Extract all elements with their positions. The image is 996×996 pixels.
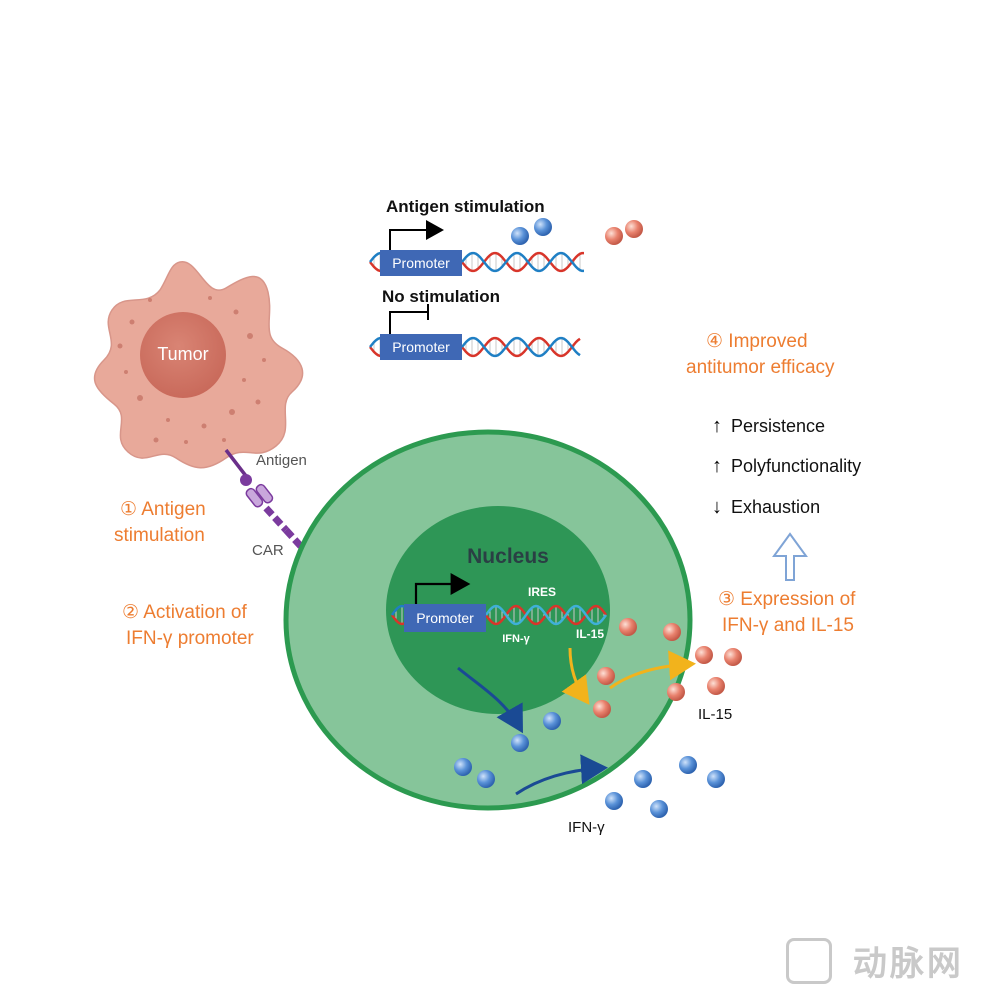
svg-text:Promoter: Promoter [392, 339, 450, 355]
arrow-up-icon: ↑ [712, 455, 722, 477]
up-outline-arrow-icon [772, 532, 808, 581]
antigen-label: Antigen [256, 452, 307, 469]
il15-release-arrow [609, 650, 696, 690]
ifn-gamma-ball [605, 792, 623, 810]
svg-text:Promoter: Promoter [416, 610, 474, 626]
ifn-gamma-ball [707, 770, 725, 788]
il15-secretion-arrow [561, 647, 590, 705]
arrow-down-icon: ↓ [712, 496, 722, 518]
ifn-gamma-ball [534, 218, 552, 236]
arrow-up-icon: ↑ [712, 415, 722, 437]
il15-ball [667, 683, 685, 701]
ifn-gamma-ball [454, 758, 472, 776]
legend-promoter-unstimulated: Promoter [380, 304, 462, 360]
il15-ball [724, 648, 742, 666]
dna-helix-nucleus [390, 604, 608, 626]
ifn-secretion-arrow [457, 666, 523, 734]
ifn-gamma-ball [511, 734, 529, 752]
ifn-gamma-ball [634, 770, 652, 788]
legend-no-stimulation-label: No stimulation [382, 287, 501, 306]
il15-gene-label: IL-15 [576, 627, 604, 641]
nucleus-label: Nucleus [467, 545, 549, 568]
il15-particles-label: IL-15 [698, 706, 733, 723]
antigen-car-complex [224, 448, 352, 572]
ifn-gamma-ball [679, 756, 697, 774]
ifn-release-arrow [515, 754, 608, 796]
il15-ball [593, 700, 611, 718]
svg-text:Promoter: Promoter [392, 255, 450, 271]
vb-logo-icon [786, 937, 832, 984]
ifn-gamma-ball [650, 800, 668, 818]
effect-polyfunctionality: ↑ Polyfunctionality [712, 455, 862, 477]
il15-ball [695, 646, 713, 664]
car-receptor-icon [245, 483, 309, 555]
tumor-label: Tumor [157, 344, 208, 364]
il15-ball [605, 227, 623, 245]
il15-ball [707, 677, 725, 695]
effect-exhaustion: ↓ Exhaustion [712, 496, 821, 518]
t-cell [283, 429, 693, 811]
cytokine-particles [454, 218, 742, 818]
il15-ball [597, 667, 615, 685]
nucleus-promoter: Promoter [404, 573, 486, 632]
ifn-gamma-ball [511, 227, 529, 245]
ifn-particles-label: IFN-γ [568, 819, 605, 836]
il15-ball [663, 623, 681, 641]
watermark: 动脉网 [786, 936, 964, 985]
ires-label: IRES [528, 585, 556, 599]
tumor-cell [93, 261, 304, 469]
effect-persistence: ↑ Persistence [712, 415, 826, 437]
il15-ball [619, 618, 637, 636]
legend-antigen-stimulation-label: Antigen stimulation [386, 197, 545, 216]
car-label: CAR [252, 542, 284, 559]
legend-promoter-stimulated: Promoter [380, 220, 462, 276]
ifn-gene-label: IFN-γ [502, 633, 530, 645]
ifn-gamma-ball [477, 770, 495, 788]
ifn-gamma-ball [543, 712, 561, 730]
il15-ball [625, 220, 643, 238]
